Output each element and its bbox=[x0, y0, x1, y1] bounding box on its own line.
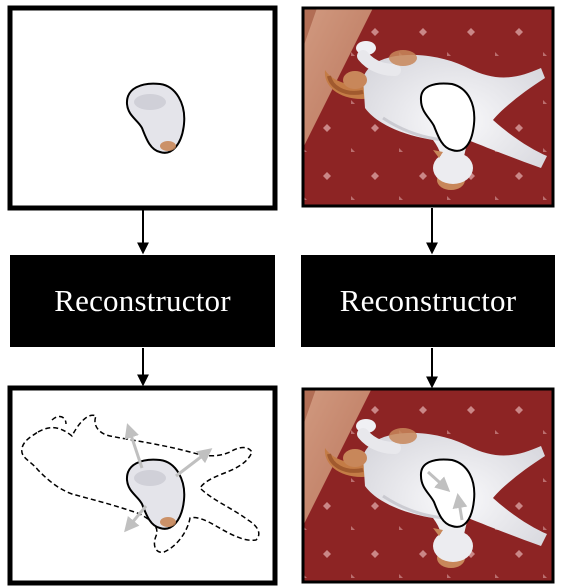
panel-top-left-input bbox=[10, 8, 275, 208]
panel-bottom-left-output bbox=[10, 388, 275, 583]
panel-top-right-input bbox=[303, 8, 553, 208]
reconstructor-box-right: Reconstructor bbox=[301, 255, 555, 347]
reconstructor-label: Reconstructor bbox=[340, 283, 517, 319]
panel-bottom-right-output bbox=[303, 386, 553, 586]
reconstructor-label: Reconstructor bbox=[54, 283, 231, 319]
reconstructor-box-left: Reconstructor bbox=[10, 255, 275, 347]
